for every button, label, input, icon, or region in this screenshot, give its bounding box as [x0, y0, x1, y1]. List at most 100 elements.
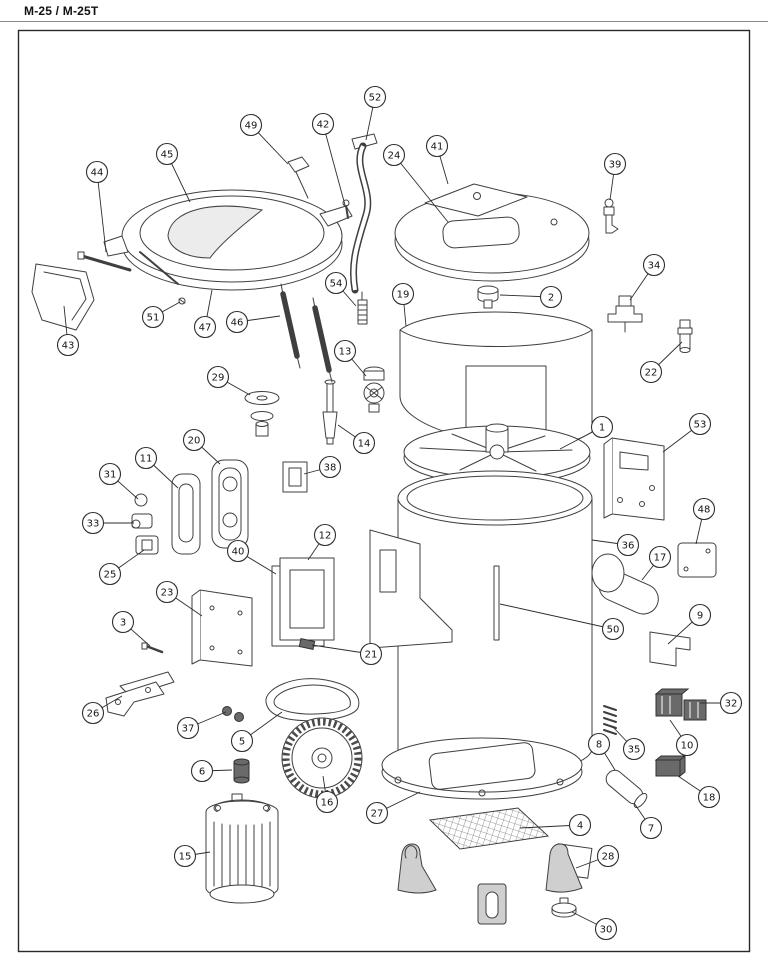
- callout-46: 46: [225, 310, 281, 334]
- svg-text:8: 8: [596, 740, 602, 751]
- svg-text:37: 37: [182, 724, 195, 735]
- svg-text:51: 51: [147, 313, 160, 324]
- callouts-layer: 1234567891011121314151617181920212223242…: [56, 85, 743, 941]
- spray-nozzle-drawing: [603, 198, 619, 234]
- belt-drawing: [265, 678, 360, 722]
- solenoid-drawing: [677, 319, 693, 353]
- callout-6: 6: [190, 759, 233, 783]
- svg-text:33: 33: [87, 519, 100, 530]
- base-plate-drawing: [381, 737, 583, 800]
- callout-27: 27: [365, 791, 421, 825]
- svg-text:35: 35: [628, 745, 641, 756]
- svg-text:31: 31: [104, 470, 117, 481]
- callout-10: 10: [669, 719, 699, 757]
- lid-right-drawing: [394, 183, 590, 282]
- callout-37: 37: [176, 711, 227, 740]
- svg-text:40: 40: [232, 547, 245, 558]
- svg-text:48: 48: [698, 505, 711, 516]
- svg-text:39: 39: [609, 160, 622, 171]
- callout-2: 2: [499, 285, 563, 309]
- svg-text:25: 25: [104, 570, 117, 581]
- lid-left-drawing: [103, 156, 353, 305]
- svg-text:52: 52: [369, 93, 382, 104]
- callout-23: 23: [155, 580, 203, 617]
- svg-text:18: 18: [703, 793, 716, 804]
- callout-11: 11: [134, 446, 179, 489]
- svg-text:36: 36: [622, 541, 635, 552]
- svg-text:32: 32: [725, 699, 738, 710]
- corner-bracket-drawing: [649, 631, 691, 667]
- svg-text:21: 21: [365, 650, 378, 661]
- callout-12: 12: [307, 523, 337, 561]
- svg-text:54: 54: [330, 279, 343, 290]
- svg-text:16: 16: [321, 798, 334, 809]
- diagram-border: [17, 29, 751, 953]
- callout-39: 39: [603, 152, 627, 201]
- spring-pin-drawing: [357, 291, 368, 325]
- pulley-drawing: [281, 717, 363, 799]
- svg-text:23: 23: [161, 588, 174, 599]
- callout-8: 8: [587, 732, 616, 771]
- svg-text:6: 6: [199, 767, 205, 778]
- callout-44: 44: [85, 160, 109, 253]
- svg-text:5: 5: [239, 737, 245, 748]
- switch-parts-drawing: [131, 493, 159, 555]
- svg-text:24: 24: [388, 151, 401, 162]
- callout-5: 5: [230, 711, 283, 753]
- svg-text:28: 28: [602, 852, 615, 863]
- rotor-plate-drawing: [403, 423, 591, 485]
- callout-54: 54: [324, 271, 357, 307]
- callout-18: 18: [677, 775, 721, 809]
- callout-38: 38: [303, 455, 342, 479]
- feet-drawing: [397, 843, 593, 925]
- svg-text:30: 30: [600, 925, 613, 936]
- contactors-drawing: [654, 688, 707, 721]
- callout-4: 4: [519, 813, 592, 837]
- callout-22: 22: [639, 341, 683, 384]
- svg-text:50: 50: [607, 625, 620, 636]
- svg-text:45: 45: [161, 150, 174, 161]
- svg-text:13: 13: [339, 347, 352, 358]
- callout-43: 43: [56, 305, 80, 357]
- plates-drawing: [171, 459, 308, 555]
- svg-text:49: 49: [245, 121, 258, 132]
- svg-text:42: 42: [317, 120, 330, 131]
- svg-text:47: 47: [199, 323, 212, 334]
- mount-bracket-drawing: [603, 437, 665, 521]
- svg-text:10: 10: [681, 741, 694, 752]
- callout-41: 41: [425, 134, 449, 185]
- callout-31: 31: [98, 462, 139, 500]
- callout-20: 20: [182, 428, 221, 465]
- cap-drawing: [477, 285, 499, 309]
- callout-3: 3: [111, 610, 151, 647]
- callout-13: 13: [333, 339, 367, 377]
- callout-28: 28: [575, 844, 620, 869]
- callout-36: 36: [591, 533, 640, 557]
- rod-drawing: [77, 251, 132, 272]
- svg-text:22: 22: [645, 368, 658, 379]
- shell-upper-drawing: [399, 311, 593, 445]
- svg-text:14: 14: [358, 439, 371, 450]
- svg-text:15: 15: [179, 852, 192, 863]
- document-title: M-25 / M-25T: [24, 4, 99, 18]
- grid-plate-drawing: [428, 807, 550, 850]
- callout-15: 15: [173, 844, 211, 868]
- shaft-drawing: [322, 379, 338, 445]
- svg-text:12: 12: [319, 531, 332, 542]
- callout-33: 33: [81, 511, 134, 535]
- bolts-drawing: [222, 706, 244, 722]
- callout-48: 48: [692, 497, 716, 545]
- callout-52: 52: [363, 85, 387, 141]
- callout-32: 32: [700, 691, 743, 715]
- svg-text:7: 7: [648, 824, 654, 835]
- svg-text:1: 1: [599, 423, 605, 434]
- svg-text:53: 53: [694, 420, 707, 431]
- svg-text:19: 19: [397, 290, 410, 301]
- svg-text:17: 17: [654, 553, 667, 564]
- svg-text:20: 20: [188, 436, 201, 447]
- svg-text:29: 29: [212, 373, 225, 384]
- callout-24: 24: [382, 143, 449, 223]
- callout-42: 42: [311, 112, 346, 206]
